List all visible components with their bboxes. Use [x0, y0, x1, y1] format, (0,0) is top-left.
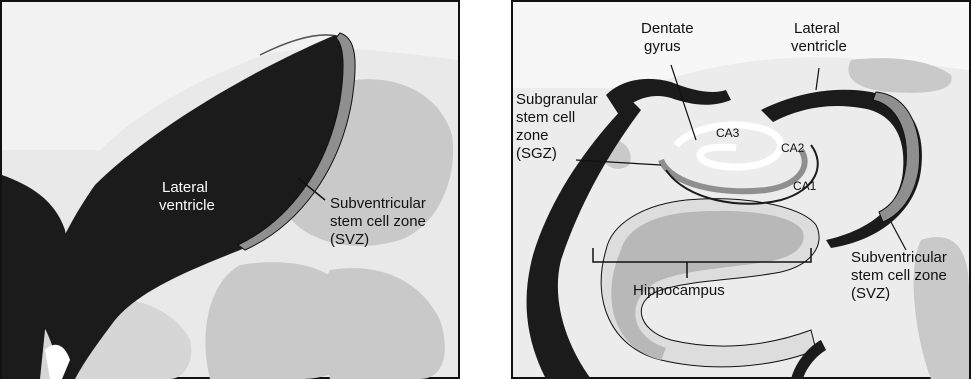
sgz-label-4: (SGZ) — [516, 145, 557, 162]
ventricle-label-left-1: Lateral — [162, 179, 208, 196]
svz-label-right-3: (SVZ) — [851, 285, 890, 302]
right-panel-sgz: Dentate gyrus Lateral ventricle Subgranu… — [511, 0, 971, 379]
left-panel-diagram: Lateral ventricle Subventricular stem ce… — [0, 0, 460, 379]
svz-label-left-2: stem cell zone — [330, 213, 426, 230]
ca3-label: CA3 — [716, 126, 740, 140]
ventricle-label-right-2: ventricle — [791, 38, 847, 55]
ca2-label: CA2 — [781, 141, 805, 155]
ventricle-label-left-2: ventricle — [159, 197, 215, 214]
ventricle-label-right-1: Lateral — [794, 20, 840, 37]
svz-label-left-1: Subventricular — [330, 195, 426, 212]
svz-label-left-3: (SVZ) — [330, 231, 369, 248]
left-panel-svz: Lateral ventricle Subventricular stem ce… — [0, 0, 460, 379]
svz-label-right-2: stem cell zone — [851, 267, 947, 284]
ca1-label: CA1 — [793, 179, 817, 193]
sgz-label-1: Subgranular — [516, 91, 598, 108]
right-panel-diagram: Dentate gyrus Lateral ventricle Subgranu… — [511, 0, 971, 379]
sgz-label-3: zone — [516, 127, 549, 144]
sgz-label-2: stem cell — [516, 109, 575, 126]
dentate-label-2: gyrus — [644, 38, 681, 55]
svz-label-right-1: Subventricular — [851, 249, 947, 266]
hippocampus-label: Hippocampus — [633, 282, 725, 299]
dentate-label-1: Dentate — [641, 20, 694, 37]
